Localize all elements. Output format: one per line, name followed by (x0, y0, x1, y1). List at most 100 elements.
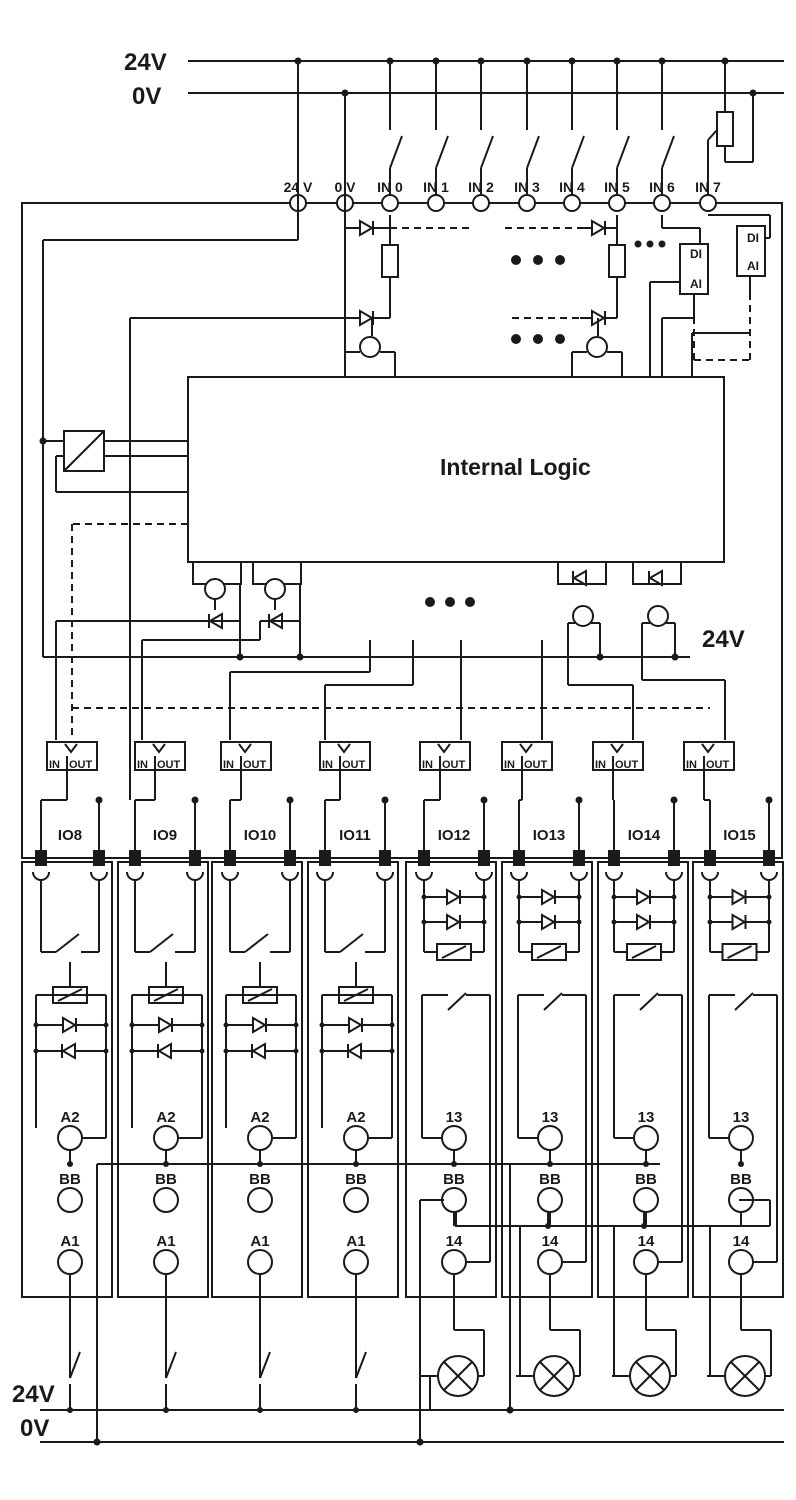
relay-terminal-label: 13 (542, 1109, 559, 1126)
io-in-label: IN (686, 759, 697, 771)
di-label-in6: DI (690, 247, 702, 261)
relay-terminal (633, 1187, 659, 1213)
relay-terminal (57, 1187, 83, 1213)
relay-terminal-label: BB (443, 1171, 465, 1188)
relay-terminal (343, 1187, 369, 1213)
io-out-label: OUT (524, 759, 548, 771)
io-out-label: OUT (342, 759, 366, 771)
terminal-3 (381, 194, 399, 212)
ai-label-in6: AI (690, 277, 702, 291)
internal-logic-block (187, 376, 725, 563)
io-out-label: OUT (243, 759, 267, 771)
relay-terminal (153, 1187, 179, 1213)
relay-terminal-label: A2 (346, 1109, 365, 1126)
rail-label-24v-mid: 24V (702, 626, 745, 653)
internal-logic-label: Internal Logic (440, 454, 591, 480)
input-protection-network (344, 215, 666, 377)
relay-terminal-label: A1 (60, 1233, 79, 1250)
io-out-label: OUT (442, 759, 466, 771)
ai-label-in7: AI (747, 259, 759, 273)
io-channel-label: IO8 (58, 827, 82, 844)
output-driver-network (55, 561, 726, 740)
terminal-6 (518, 194, 536, 212)
relay-terminal-label: BB (249, 1171, 271, 1188)
relay-terminal-label: 14 (446, 1233, 463, 1250)
relay-terminal (537, 1187, 563, 1213)
io-channel-label: IO15 (723, 827, 756, 844)
relay-terminal-label: A2 (156, 1109, 175, 1126)
rail-label-0v-top: 0V (132, 83, 161, 110)
io-in-label: IN (137, 759, 148, 771)
relay-terminal-label: 14 (733, 1233, 750, 1250)
sensor-potentiometer (707, 57, 757, 195)
io-in-label: IN (223, 759, 234, 771)
relay-terminal-label: A2 (60, 1109, 79, 1126)
io-in-label: IN (504, 759, 515, 771)
io-channel-label: IO9 (153, 827, 177, 844)
di-label-in7: DI (747, 231, 759, 245)
relay-terminal (57, 1125, 83, 1151)
io-in-label: IN (595, 759, 606, 771)
io-channel-label: IO13 (533, 827, 566, 844)
relay-terminal-label: 13 (446, 1109, 463, 1126)
relay-terminal (247, 1187, 273, 1213)
relay-terminal-label: A2 (250, 1109, 269, 1126)
io-channel-label: IO11 (339, 827, 371, 844)
relay-terminal-label: BB (345, 1171, 367, 1188)
relay-terminal-label: BB (635, 1171, 657, 1188)
relay-terminal (57, 1249, 83, 1275)
relay-terminal (537, 1125, 563, 1151)
terminal-5 (472, 194, 490, 212)
relay-terminal (633, 1125, 659, 1151)
relay-terminal (441, 1187, 467, 1213)
relay-terminal (633, 1249, 659, 1275)
io-in-label: IN (422, 759, 433, 771)
terminal-9 (653, 194, 671, 212)
relay-terminal (247, 1125, 273, 1151)
relay-terminal (728, 1249, 754, 1275)
relay-terminal (343, 1125, 369, 1151)
relay-terminal (153, 1125, 179, 1151)
relay-terminal-label: BB (155, 1171, 177, 1188)
terminal-10 (699, 194, 717, 212)
io-channel-label: IO12 (438, 827, 471, 844)
relay-terminal (441, 1249, 467, 1275)
bottom-supply-rails: 24V 0V (12, 1163, 784, 1446)
io-out-label: OUT (157, 759, 181, 771)
input-switches (386, 57, 675, 195)
relay-terminal (153, 1249, 179, 1275)
relay-terminal-label: BB (59, 1171, 81, 1188)
io-channel-label: IO10 (244, 827, 277, 844)
module-housing (21, 202, 783, 859)
terminal-8 (608, 194, 626, 212)
io-out-label: OUT (706, 759, 730, 771)
relay-terminal (537, 1249, 563, 1275)
relay-terminal-label: BB (730, 1171, 752, 1188)
terminal-7 (563, 194, 581, 212)
analog-input-switches: DI AI DI AI (649, 214, 771, 377)
relay-terminal-label: 14 (542, 1233, 559, 1250)
power-converter (39, 430, 188, 493)
relay-terminal-label: BB (539, 1171, 561, 1188)
io-out-label: OUT (615, 759, 639, 771)
relay-terminal (728, 1125, 754, 1151)
rail-label-24v-bottom: 24V (12, 1381, 55, 1408)
relay-terminal-label: A1 (346, 1233, 365, 1250)
rail-label-24v-top: 24V (124, 49, 167, 76)
io-out-label: OUT (69, 759, 93, 771)
io-in-label: IN (49, 759, 60, 771)
io-channel-label: IO14 (628, 827, 661, 844)
terminal-4 (427, 194, 445, 212)
relay-terminal (441, 1125, 467, 1151)
